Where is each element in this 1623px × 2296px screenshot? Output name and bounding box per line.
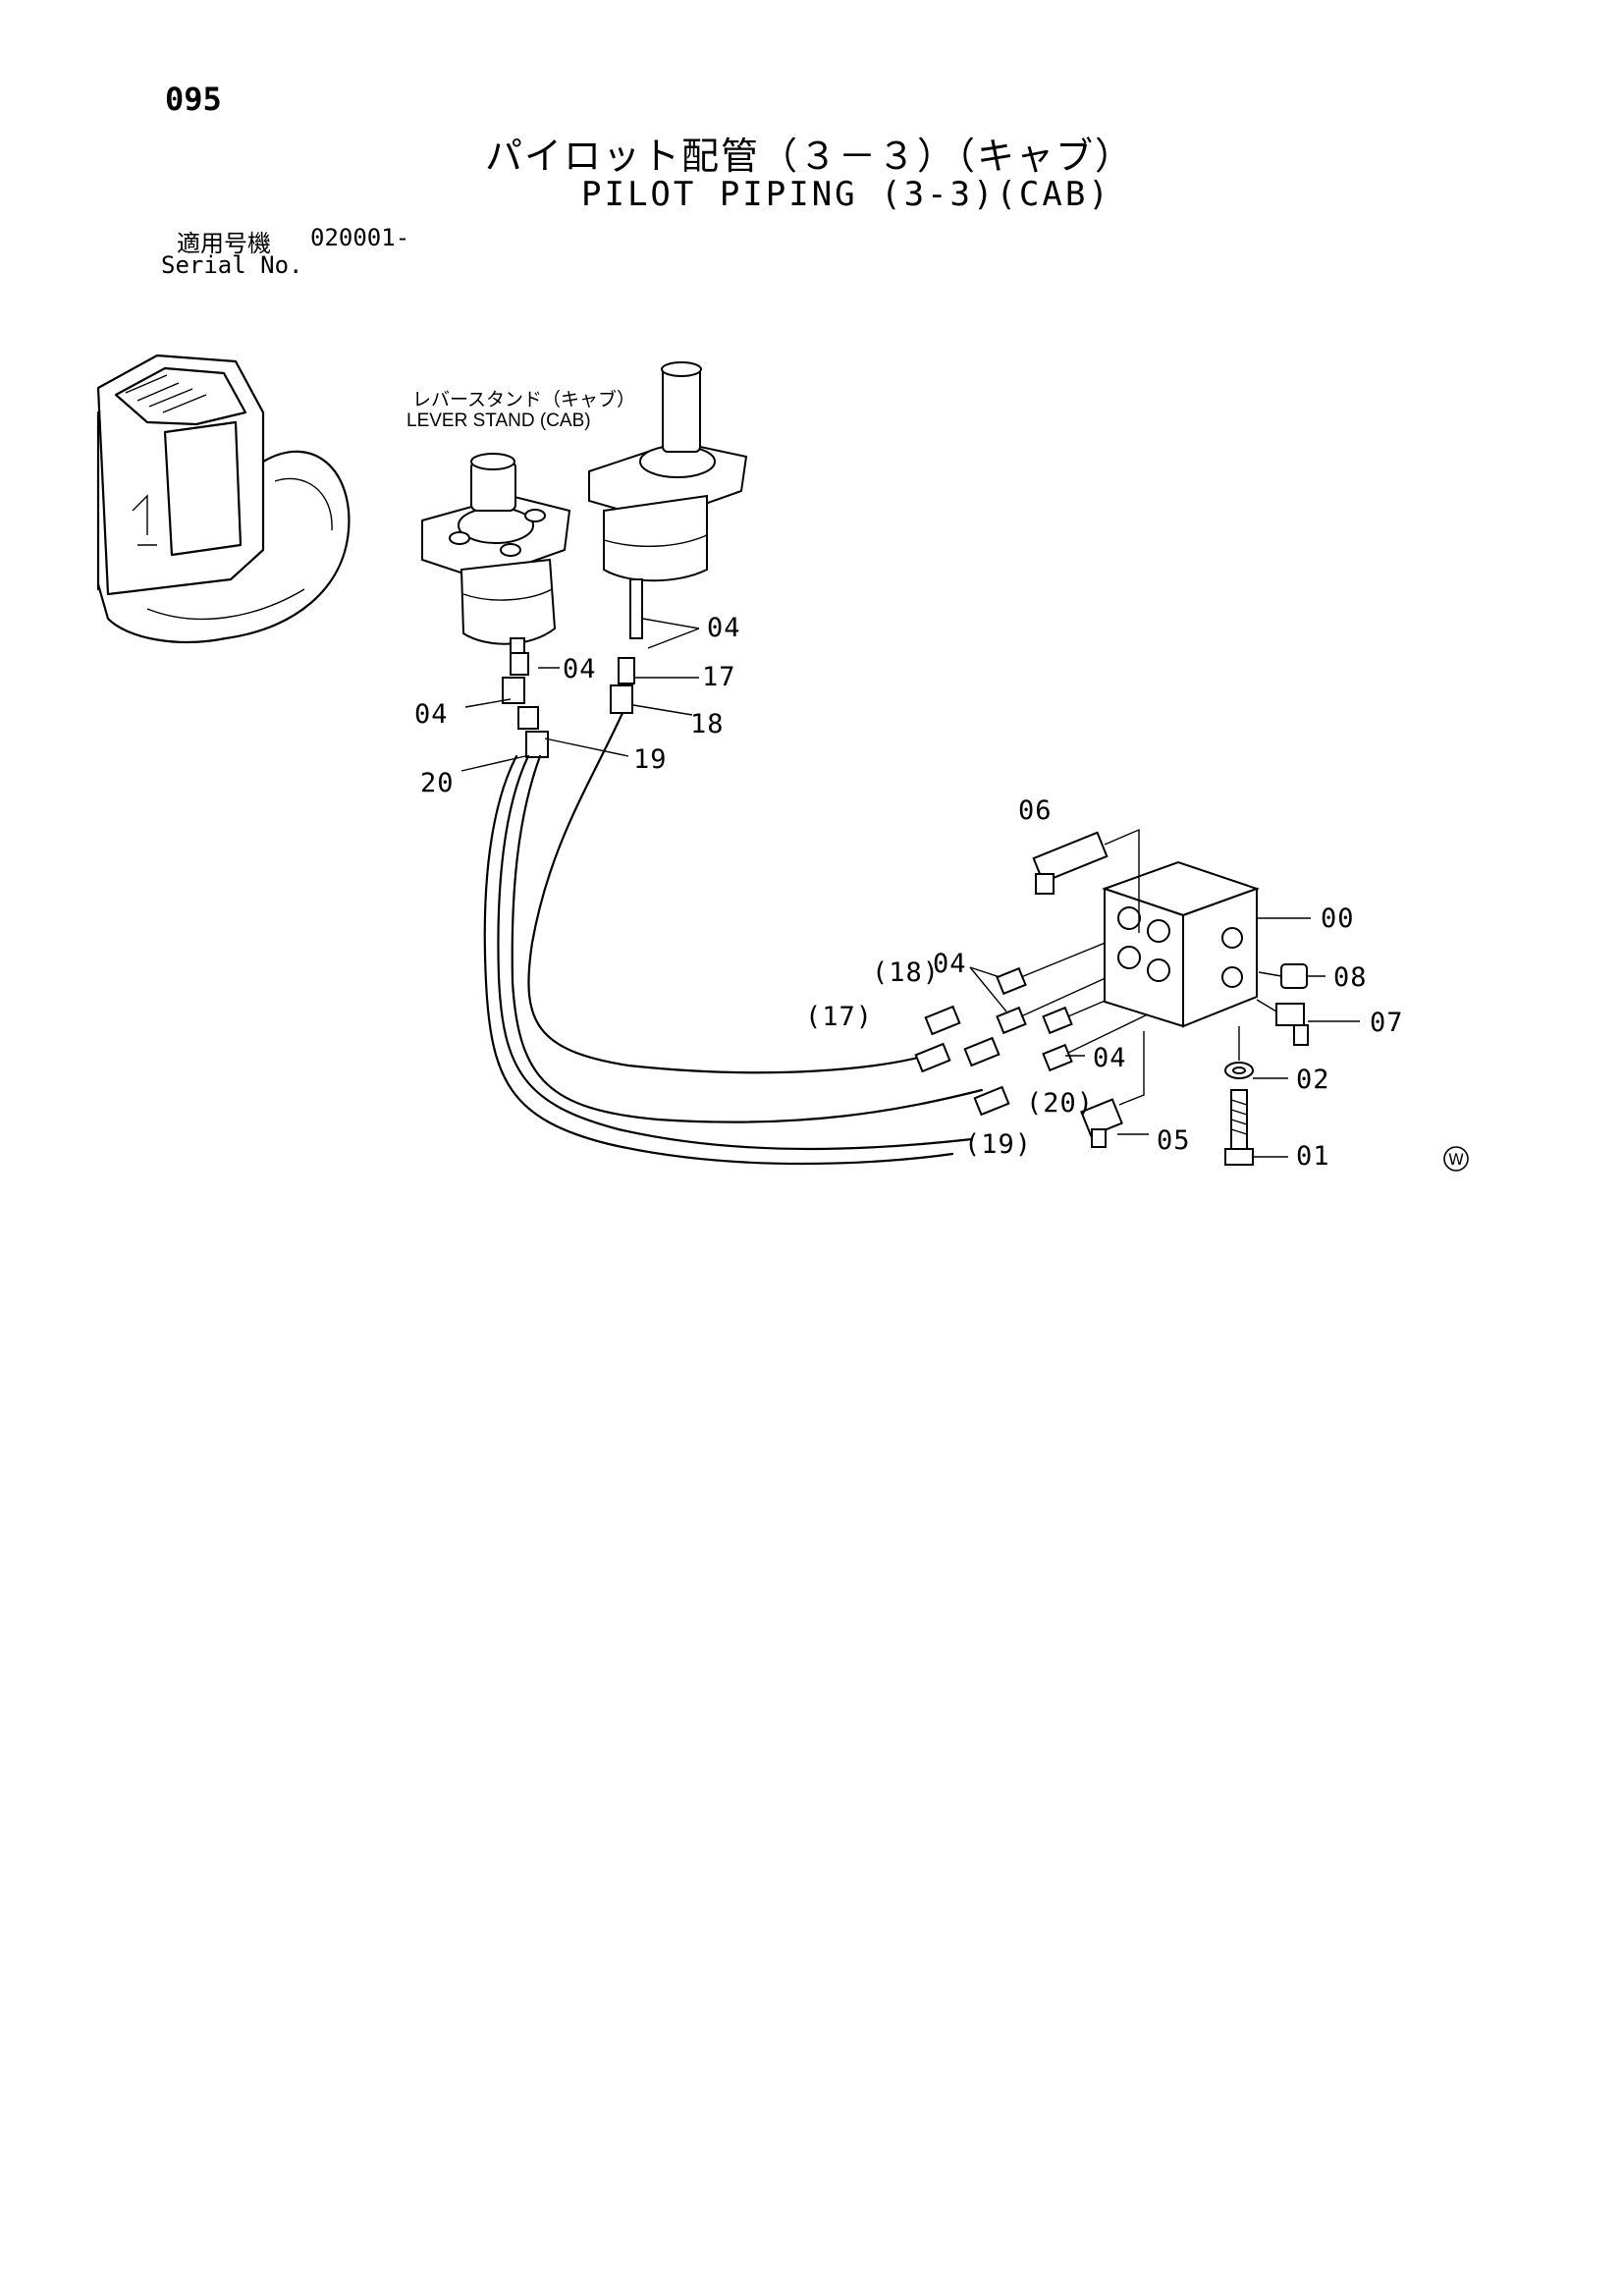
elbow-05 <box>1080 1031 1145 1148</box>
pilot-valve-right <box>588 361 748 639</box>
lever-stand-label-japanese: レバースタンド（キャブ） <box>412 389 636 410</box>
elbow-07 <box>1256 999 1309 1046</box>
bolt-01 <box>1224 1089 1254 1166</box>
hose-end-fittings <box>914 1005 1010 1117</box>
page-title-english: PILOT PIPING (3-3)(CAB) <box>581 175 1111 214</box>
adapters-04 <box>996 932 1155 1072</box>
callout-07: 07 <box>1370 1008 1404 1038</box>
serial-label-english: Serial No. <box>161 251 303 279</box>
callout-04-block-lower: 04 <box>1093 1043 1127 1073</box>
callout-08: 08 <box>1333 962 1368 993</box>
callout-19: 19 <box>633 744 668 775</box>
cab-overview-illustration <box>96 354 351 644</box>
callout-04-lever-right: 04 <box>707 613 741 643</box>
callout-04-lever-left: 04 <box>563 654 597 684</box>
serial-number-value: 020001- <box>310 224 410 251</box>
page-title-japanese: パイロット配管（３－３）（キャブ） <box>485 135 1135 178</box>
w-mark: W <box>1443 1146 1469 1172</box>
valve-block <box>1101 860 1261 1028</box>
callout-19-ref: (19) <box>964 1129 1033 1160</box>
serial-label-japanese: 適用号機 <box>177 230 271 257</box>
callout-18-ref: (18) <box>872 957 941 988</box>
callout-00: 00 <box>1321 903 1355 934</box>
pilot-hoses <box>483 711 984 1166</box>
callout-17-ref: (17) <box>805 1002 874 1032</box>
callout-04-block-upper: 04 <box>933 949 967 979</box>
callout-18: 18 <box>690 709 725 739</box>
pressure-switch-06 <box>1032 828 1140 933</box>
leader-lines <box>460 618 1360 1158</box>
washer-02 <box>1224 1026 1254 1079</box>
w-mark-text: W <box>1448 1150 1464 1169</box>
pilot-valve-left <box>421 453 571 669</box>
callout-04-left: 04 <box>414 699 449 730</box>
callout-01: 01 <box>1296 1141 1330 1172</box>
callout-17: 17 <box>702 662 736 692</box>
callout-20: 20 <box>420 768 455 798</box>
callout-02: 02 <box>1296 1065 1330 1095</box>
lever-fittings <box>502 652 635 758</box>
callout-20-ref: (20) <box>1026 1088 1095 1119</box>
callout-06: 06 <box>1018 795 1053 826</box>
plug-08 <box>1258 963 1308 989</box>
lever-stand-label-english: LEVER STAND (CAB) <box>406 410 591 431</box>
page-number: 095 <box>165 81 222 118</box>
callout-05: 05 <box>1157 1125 1191 1156</box>
